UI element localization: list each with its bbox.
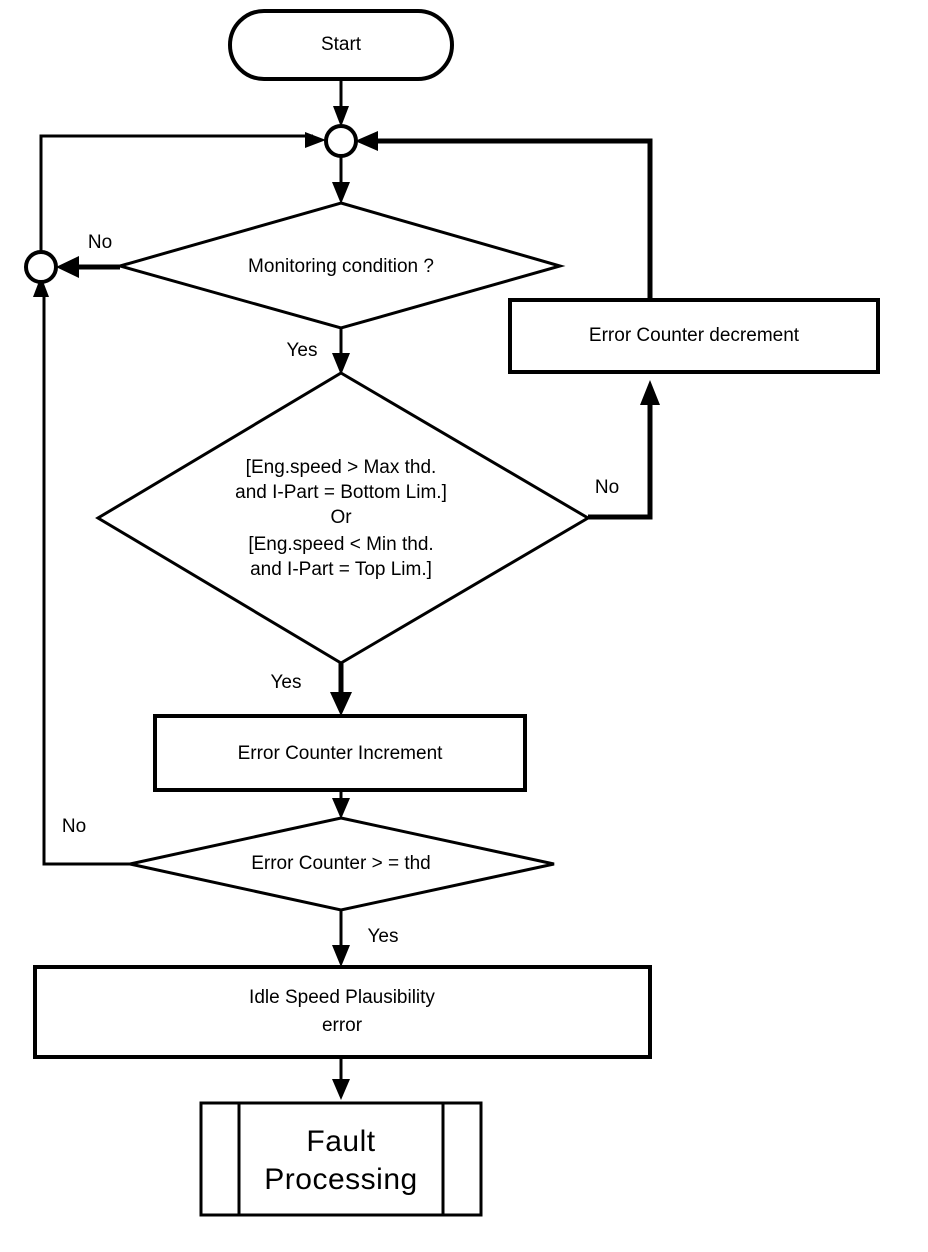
node-counter-threshold-check[interactable]: Error Counter > = thd: [129, 816, 555, 912]
node-start[interactable]: Start: [228, 9, 454, 81]
node-counter-check-label: Error Counter > = thd: [251, 853, 431, 874]
node-monitoring-label: Monitoring condition ?: [248, 256, 434, 277]
node-speed-condition-line-1: [Eng.speed > Max thd.: [246, 457, 437, 478]
node-monitoring-condition[interactable]: Monitoring condition ?: [114, 201, 566, 330]
node-idle-speed-plausibility-error[interactable]: Idle Speed Plausibility error: [33, 965, 652, 1059]
edge-label-counter-yes: Yes: [368, 926, 399, 947]
edge-monitoring-yes: [332, 328, 350, 375]
node-fault-line-2: Processing: [264, 1163, 417, 1196]
node-error-counter-decrement[interactable]: Error Counter decrement: [508, 298, 880, 374]
edge-counter-no-loop: [33, 276, 130, 866]
node-plausibility-line-1: Idle Speed Plausibility: [249, 987, 435, 1008]
edge-label-monitoring-yes: Yes: [287, 340, 318, 361]
edge-label-monitoring-no: No: [88, 232, 112, 253]
node-plausibility-line-2: error: [322, 1015, 363, 1036]
edge-junction-to-monitoring: [332, 156, 350, 204]
edge-plausibility-to-fault: [332, 1057, 350, 1100]
edge-condition-no: [588, 380, 660, 520]
edge-label-condition-no: No: [595, 477, 619, 498]
edge-monitoring-no: [56, 256, 120, 278]
node-speed-condition-line-4: [Eng.speed < Min thd.: [248, 534, 433, 555]
node-speed-condition-line-2: and I-Part = Bottom Lim.]: [235, 482, 447, 503]
edge-start-to-junction: [333, 79, 349, 127]
edge-increment-to-check: [332, 790, 350, 819]
edge-condition-yes: [330, 663, 352, 716]
node-fault-processing[interactable]: Fault Processing: [199, 1101, 483, 1217]
edge-decrement-to-junction: [355, 131, 653, 300]
node-speed-condition[interactable]: [Eng.speed > Max thd. and I-Part = Botto…: [95, 371, 591, 665]
node-fault-line-1: Fault: [306, 1125, 375, 1158]
node-error-counter-increment[interactable]: Error Counter Increment: [153, 714, 527, 792]
node-increment-label: Error Counter Increment: [238, 743, 444, 764]
node-junction-left[interactable]: [24, 250, 58, 284]
edge-label-condition-yes: Yes: [271, 672, 302, 693]
node-junction-top[interactable]: [324, 124, 358, 158]
node-speed-condition-line-5: and I-Part = Top Lim.]: [250, 559, 432, 580]
node-speed-condition-line-3: Or: [330, 507, 352, 528]
node-start-label: Start: [321, 34, 362, 55]
edge-label-counter-no: No: [62, 816, 86, 837]
node-decrement-label: Error Counter decrement: [589, 325, 800, 346]
edge-counter-yes: [332, 910, 350, 967]
edge-left-loop-to-junction: [39, 132, 326, 262]
